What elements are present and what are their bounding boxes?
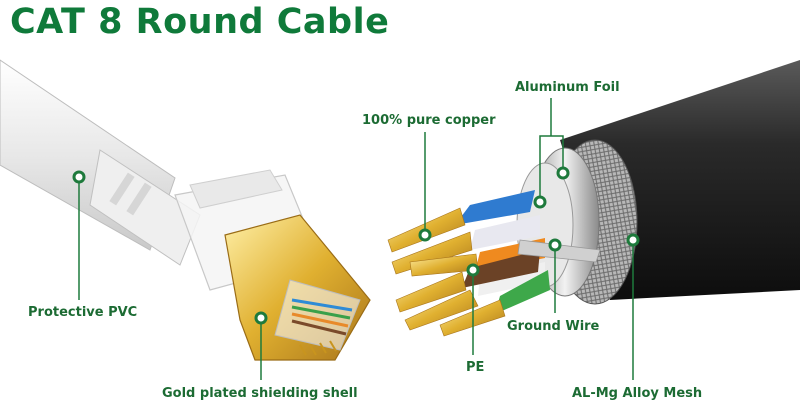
page-title: CAT 8 Round Cable [10,2,390,42]
label-pe: PE [466,360,485,375]
marker-pe [466,263,480,277]
label-mesh: AL-Mg Alloy Mesh [572,386,703,401]
marker-protective-pvc [72,170,86,184]
label-copper: 100% pure copper [362,113,496,128]
rj45-connector [174,169,371,361]
label-ground-wire: Ground Wire [507,319,600,334]
marker-gold-shell [254,311,268,325]
marker-mesh [626,233,640,247]
black-cable [516,60,800,305]
wire-pairs [387,190,601,337]
label-aluminum-foil: Aluminum Foil [515,80,620,95]
marker-foil-left [533,195,547,209]
label-protective-pvc: Protective PVC [28,305,138,320]
label-gold-shell: Gold plated shielding shell [162,386,358,401]
callout-lines [78,98,634,380]
marker-ground-wire [548,238,562,252]
marker-foil-right [556,166,570,180]
white-cable [0,59,201,266]
marker-copper [418,228,432,242]
callout-markers [72,166,640,325]
